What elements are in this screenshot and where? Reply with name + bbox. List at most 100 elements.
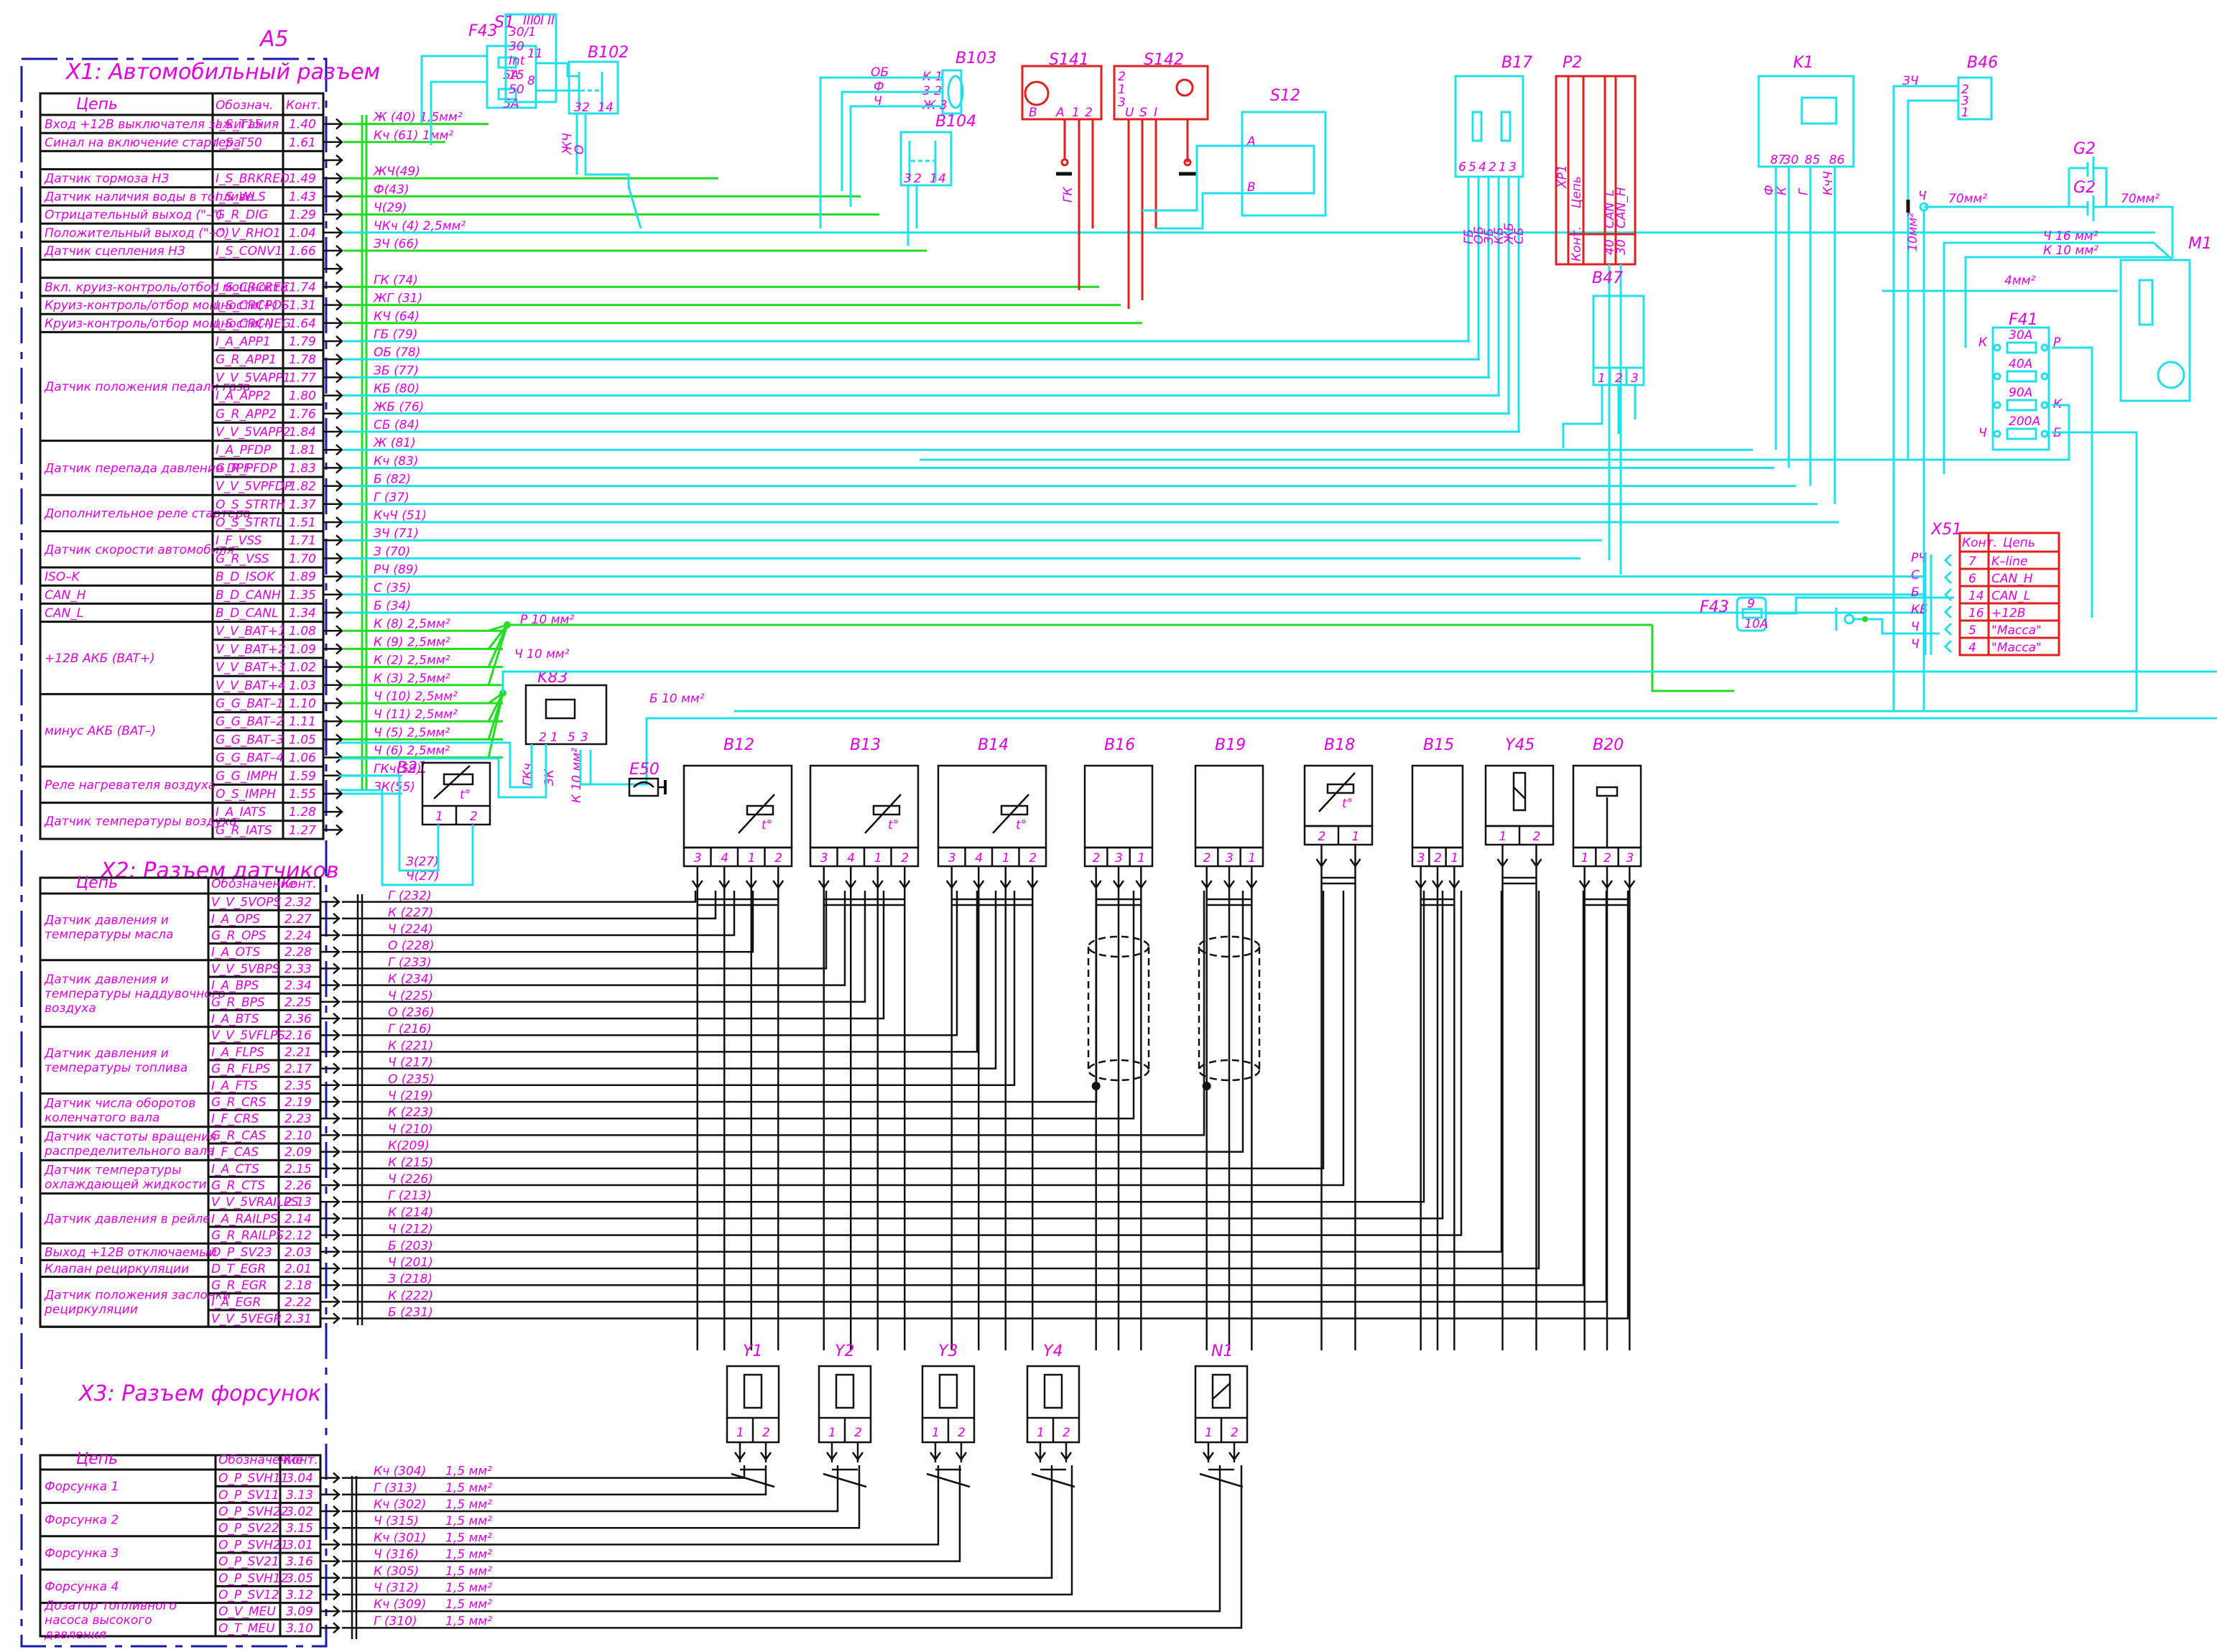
x2-header-circuit: Цепь xyxy=(76,874,118,892)
b17-wire-label: КБ xyxy=(1492,227,1506,244)
b102-wire-o: О xyxy=(573,145,587,154)
connector-arrow xyxy=(323,824,343,836)
pin-number: 1.51 xyxy=(289,516,316,530)
connector-arrow xyxy=(320,1296,341,1308)
wire xyxy=(342,891,1098,1103)
wire xyxy=(342,1465,1243,1629)
connector-arrow xyxy=(323,643,343,655)
pin-code: I_S_CONV1 xyxy=(216,244,282,259)
pin-code: I_S_CRCREC xyxy=(216,280,290,294)
b104-label: B104 xyxy=(935,113,976,131)
connector-arrow xyxy=(320,1129,341,1141)
s141-wire-gk: ГК xyxy=(1061,187,1075,203)
pin-number: 2.36 xyxy=(284,1012,312,1026)
pin-number: 1.29 xyxy=(289,208,316,223)
pin-number: 1.89 xyxy=(289,570,316,585)
wire-label: ЗК(55) xyxy=(374,780,415,794)
circuit-label: Форсунка 3 xyxy=(45,1546,119,1561)
connector-arrow xyxy=(320,1522,341,1534)
wire-label: Ч (219) xyxy=(388,1089,433,1103)
connector-arrow xyxy=(323,426,343,437)
circuit-label: Датчик частоты вращения xyxy=(44,1130,216,1144)
wire-label: Г (233) xyxy=(388,955,432,970)
connector-arrow xyxy=(323,136,343,148)
connector-arrow xyxy=(320,1605,341,1618)
wire-label: Г (310) xyxy=(374,1614,417,1628)
b17-label: B17 xyxy=(1501,54,1532,72)
pin-code: V_V_BAT+2 xyxy=(216,642,286,656)
connector-arrow xyxy=(320,1488,341,1500)
pin-code: O_P_SVH11 xyxy=(218,1472,288,1486)
connector-arrow xyxy=(320,1589,341,1600)
connector-arrow xyxy=(323,118,343,130)
bus-plus-label: Р 10 мм² xyxy=(520,613,574,627)
b46-pin-1: 1 xyxy=(1961,106,1969,120)
pin-number: 1.61 xyxy=(289,136,316,150)
pin-number: 2.09 xyxy=(284,1146,312,1160)
pin-code: I_S_T15 xyxy=(216,118,262,132)
x51-circuit: K–line xyxy=(1991,554,2027,569)
thermistor-symbol: t° xyxy=(1016,818,1027,832)
wire xyxy=(342,891,1629,1319)
pin-number: 1.74 xyxy=(289,280,316,294)
pin-number: 2.26 xyxy=(284,1179,312,1193)
pin-code: I_A_FTS xyxy=(211,1079,258,1093)
b46-pin-2: 2 xyxy=(1961,83,1969,97)
b18-pin: 2 xyxy=(1318,830,1326,844)
connector-arrow xyxy=(323,226,343,238)
wire-label: ГБ (79) xyxy=(374,328,417,342)
k1-wire-label: Г xyxy=(1797,187,1811,195)
wire-label: РЧ (89) xyxy=(374,563,418,577)
x51-wire-label: КБ xyxy=(1911,603,1928,617)
pin-number: 1.83 xyxy=(289,461,316,475)
pin-number: 1.37 xyxy=(289,498,316,512)
wire-label: К (234) xyxy=(388,973,433,987)
b47-pin-1: 1 xyxy=(1598,371,1606,386)
y1-pin: 1 xyxy=(736,1426,744,1440)
b13-pin: 3 xyxy=(820,851,828,866)
b46-pin-3: 3 xyxy=(1961,94,1969,108)
circuit-label: Форсунка 4 xyxy=(45,1579,119,1594)
s1-pin-50: 50 xyxy=(509,83,524,97)
x3-title: X3: Разъем форсунок xyxy=(78,1381,321,1406)
f41-fuse-rating: 30А xyxy=(2009,328,2032,343)
circuit-label: температуры наддувочного xyxy=(45,987,226,1001)
pin-code: G_R_CTS xyxy=(211,1179,265,1193)
connector-arrow xyxy=(320,1113,341,1125)
f41-fuse xyxy=(2006,370,2037,383)
wire xyxy=(342,891,958,1036)
wire xyxy=(342,1465,767,1496)
circuit-label: Датчик давления в рейле xyxy=(44,1212,210,1226)
pin-number: 1.28 xyxy=(289,805,316,820)
wire-label: К (2) 2,5мм² xyxy=(374,654,450,668)
circuit-label: Отрицательный выход ("–") xyxy=(45,208,223,223)
connector-arrow xyxy=(320,1472,341,1484)
connector-arrow xyxy=(323,806,343,818)
b103-label: B103 xyxy=(955,50,996,68)
pin-code: O_P_SV21 xyxy=(218,1555,279,1569)
wire-label: ЖБ (76) xyxy=(373,400,424,414)
wire-label: Ч (5) 2,5мм² xyxy=(374,725,450,740)
wire-label: КчЧ (51) xyxy=(374,509,427,523)
f41-pin-r: Р xyxy=(2053,335,2061,350)
x51-label: X51 xyxy=(1930,521,1962,539)
b104-pin-2: 2 xyxy=(914,172,922,186)
b46-label: B46 xyxy=(1967,54,1998,72)
b47-pin-3: 3 xyxy=(1631,371,1639,386)
wire xyxy=(342,1465,861,1529)
circuit-label: Дозатор топливного xyxy=(44,1599,177,1613)
b14-pin: 4 xyxy=(975,851,983,866)
pin-code: O_S_IMPH xyxy=(216,787,276,802)
pin-number: 2.35 xyxy=(284,1079,312,1093)
f43-label: F43 xyxy=(468,22,498,40)
wire-label: Кч (304) xyxy=(374,1465,426,1479)
connector-arrow xyxy=(323,389,343,402)
x2-header-pin: Конт. xyxy=(282,877,317,891)
b21-pin-2: 2 xyxy=(470,809,478,824)
connector-arrow xyxy=(320,979,341,991)
